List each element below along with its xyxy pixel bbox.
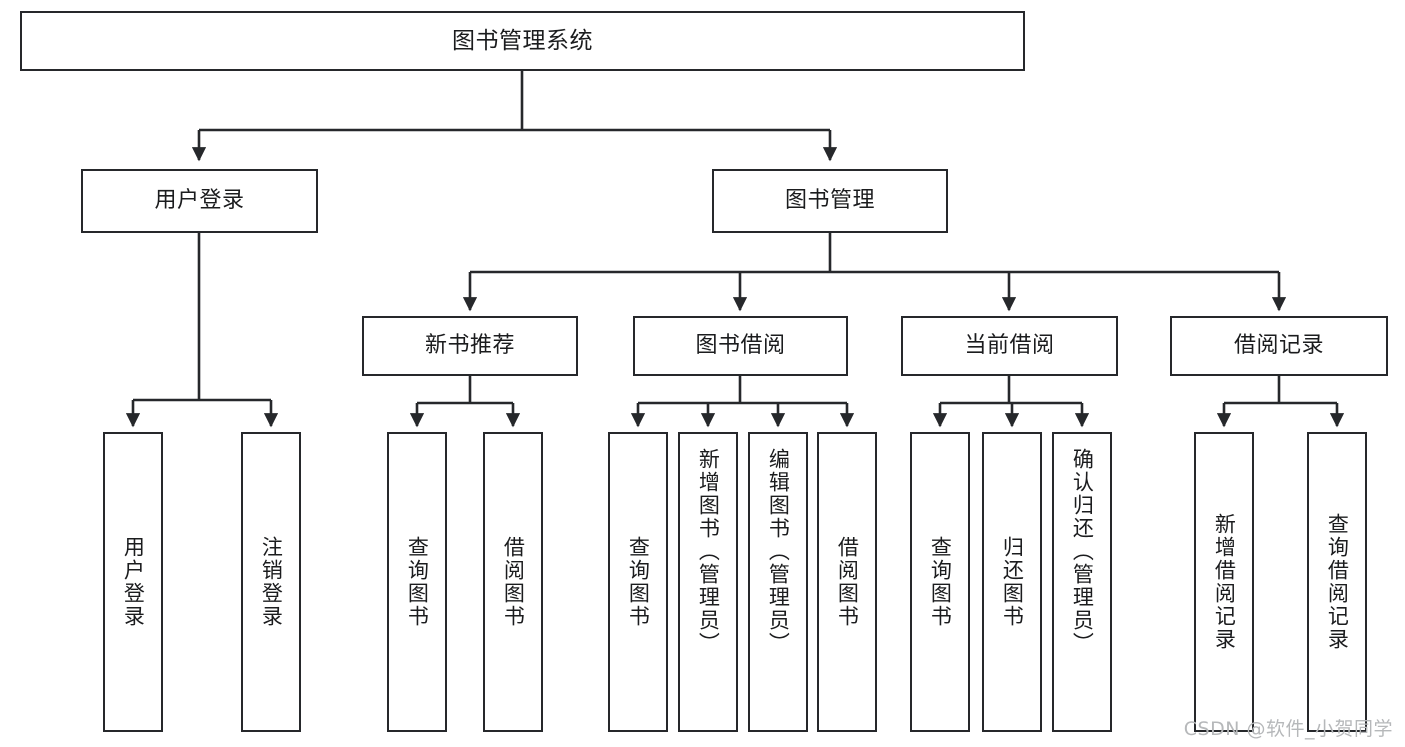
leaf-recommend-query-book[interactable]: 查询图书 xyxy=(387,432,447,732)
node-label: 编辑图书（管理员） xyxy=(766,448,791,655)
node-label: 新书推荐 xyxy=(424,333,515,359)
node-label: 图书借阅 xyxy=(695,333,786,359)
node-new-book-recommend[interactable]: 新书推荐 xyxy=(362,316,578,376)
node-root-system[interactable]: 图书管理系统 xyxy=(20,11,1025,71)
node-current-borrow[interactable]: 当前借阅 xyxy=(901,316,1118,376)
leaf-user-login-logout[interactable]: 注销登录 xyxy=(241,432,301,732)
node-book-borrow[interactable]: 图书借阅 xyxy=(633,316,848,376)
node-label: 图书管理系统 xyxy=(452,27,593,54)
leaf-borrow-query-book[interactable]: 查询图书 xyxy=(608,432,668,732)
node-label: 确认归还（管理员） xyxy=(1070,448,1095,655)
leaf-borrow-edit-book-admin[interactable]: 编辑图书（管理员） xyxy=(748,432,808,732)
node-label: 查询借阅记录 xyxy=(1325,513,1350,651)
node-label: 注销登录 xyxy=(259,536,284,628)
leaf-recommend-borrow-book[interactable]: 借阅图书 xyxy=(483,432,543,732)
node-label: 用户登录 xyxy=(154,188,245,214)
leaf-current-confirm-return-admin[interactable]: 确认归还（管理员） xyxy=(1052,432,1112,732)
leaf-borrow-add-book-admin[interactable]: 新增图书（管理员） xyxy=(678,432,738,732)
node-label: 当前借阅 xyxy=(964,333,1055,359)
node-label: 用户登录 xyxy=(121,536,146,628)
leaf-record-add-record[interactable]: 新增借阅记录 xyxy=(1194,432,1254,732)
leaf-current-query-book[interactable]: 查询图书 xyxy=(910,432,970,732)
leaf-record-query-record[interactable]: 查询借阅记录 xyxy=(1307,432,1367,732)
node-label: 查询图书 xyxy=(928,536,953,628)
node-label: 归还图书 xyxy=(1000,536,1025,628)
node-label: 新增图书（管理员） xyxy=(696,448,721,655)
node-label: 查询图书 xyxy=(405,536,430,628)
leaf-borrow-borrow-book[interactable]: 借阅图书 xyxy=(817,432,877,732)
node-user-login[interactable]: 用户登录 xyxy=(81,169,318,233)
node-label: 借阅图书 xyxy=(501,536,526,628)
node-book-management[interactable]: 图书管理 xyxy=(712,169,948,233)
node-label: 查询图书 xyxy=(626,536,651,628)
csdn-watermark: CSDN @软件_小贺同学 xyxy=(1183,718,1393,740)
node-label: 新增借阅记录 xyxy=(1212,513,1237,651)
node-label: 借阅记录 xyxy=(1233,333,1324,359)
node-borrow-record[interactable]: 借阅记录 xyxy=(1170,316,1388,376)
node-label: 借阅图书 xyxy=(835,536,860,628)
leaf-current-return-book[interactable]: 归还图书 xyxy=(982,432,1042,732)
node-label: 图书管理 xyxy=(784,188,875,214)
leaf-user-login-login[interactable]: 用户登录 xyxy=(103,432,163,732)
